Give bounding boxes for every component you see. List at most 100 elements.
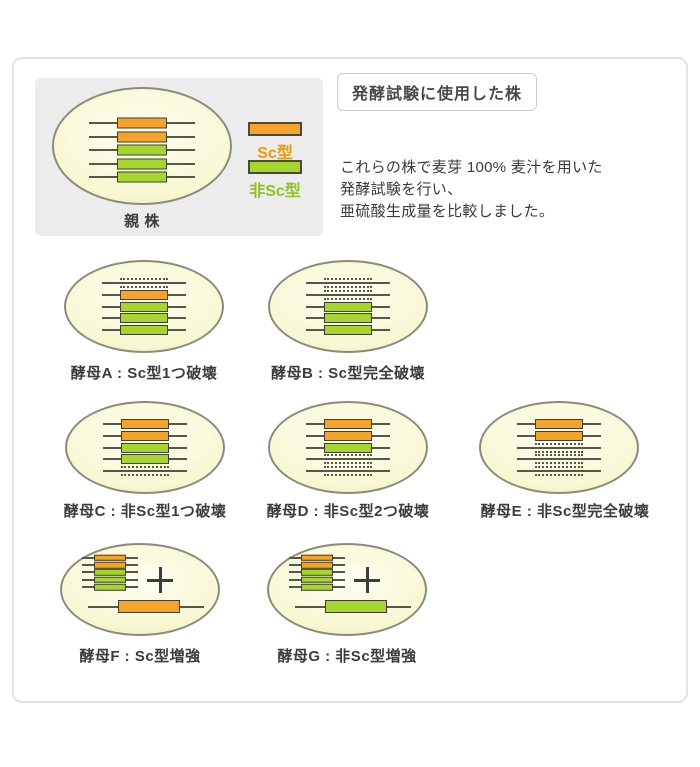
gene-bar-sc [117,117,167,129]
parent-cell [52,87,232,205]
yeast-label-c: 酵母C : 非Sc型1つ破壊 [63,503,227,520]
description-text: これらの株で麦芽 100% 麦汁を用いた 発酵試験を行い、 亜硫酸生成量を比較し… [340,157,603,223]
gene-bar-broken [535,465,583,476]
yeast-label-g: 酵母G : 非Sc型増強 [277,648,417,665]
chromosome-row [89,130,195,144]
chromosome-row [306,442,390,454]
added-chromosome-f [88,600,204,613]
gene-bar-broken [535,454,583,465]
legend-sc-label: Sc型 [257,145,293,162]
chromosomes-c [103,419,187,477]
chromosome-row [517,419,601,431]
chromosome-row [306,465,390,477]
gene-bar-sc [117,131,167,142]
chromosome-row [82,584,138,591]
chromosome-row [89,170,195,184]
chromosome-row [517,453,601,465]
chromosome-row [103,442,187,454]
chromosome-row [289,576,345,584]
chromosome-line [517,458,601,461]
gene-bar-sc [121,430,169,441]
parent-strain-label: 親 株 [124,213,160,230]
yeast-cell-a [64,260,224,353]
yeast-cell-c [65,401,225,494]
plus-icon [147,567,173,593]
gene-bar-sc [94,554,126,561]
chromosome-line [306,293,390,296]
chromosomes-a [102,278,186,336]
chromosome-row [289,584,345,591]
yeast-label-d: 酵母D : 非Sc型2つ破壊 [266,503,430,520]
chromosome-row [89,143,195,157]
chromosome-row [102,289,186,301]
gene-bar-sc [535,430,583,441]
description-line-1: これらの株で麦芽 100% 麦汁を用いた [340,159,603,176]
yeast-cell-b [268,260,428,353]
gene-bar-nonsc [301,576,333,584]
yeast-label-a: 酵母A : Sc型1つ破壊 [70,365,218,382]
yeast-label-b: 酵母B : Sc型完全破壊 [270,365,425,382]
chromosome-row [306,301,390,313]
gene-bar-nonsc [324,313,372,324]
gene-bar-broken [120,278,168,289]
gene-bar-nonsc [121,442,169,453]
chromosome-row [89,157,195,171]
gene-bar-broken [324,465,372,476]
gene-bar-nonsc [121,454,169,465]
gene-bar-nonsc [120,324,168,335]
chromosome-line [517,446,601,449]
gene-bar-sc [121,419,169,430]
chromosomes-e [517,419,601,477]
yeast-label-e: 酵母E : 非Sc型完全破壊 [480,503,650,520]
chromosomes-d [306,419,390,477]
gene-bar-nonsc [324,301,372,312]
chromosome-row [517,430,601,442]
chromosome-row [89,116,195,130]
chromosome-row [517,442,601,454]
chromosome-row [306,312,390,324]
gene-bar-nonsc [94,569,126,576]
gene-bar-nonsc [117,144,167,156]
mini-chromosomes-g [289,554,345,591]
chromosome-line [306,458,390,461]
chromosome-row [306,430,390,442]
chromosome-row [306,289,390,301]
description-line-3: 亜硫酸生成量を比較しました。 [340,203,555,220]
chromosome-row [102,301,186,313]
gene-bar-broken [324,278,372,289]
chromosome-row [102,312,186,324]
gene-bar-nonsc [324,442,372,453]
gene-bar-sc [324,430,372,441]
mini-chromosomes-f [82,554,138,591]
legend-nonsc-label: 非Sc型 [249,183,301,200]
chromosome-row [82,569,138,576]
chromosome-row [306,419,390,431]
gene-bar-sc [94,561,126,569]
gene-bar-nonsc [117,158,167,169]
chromosomes-b [306,278,390,336]
gene-bar-sc [301,561,333,569]
chromosome-line [306,282,390,285]
chromosome-row [289,569,345,576]
chromosome-row [102,278,186,290]
chromosome-row [289,554,345,561]
chromosome-row [306,324,390,336]
chromosome-row [82,561,138,569]
yeast-cell-f [60,543,220,636]
section-title-box: 発酵試験に使用した株 [337,73,538,111]
gene-bar-nonsc [94,584,126,591]
gene-bar-nonsc [120,313,168,324]
gene-bar-sc [301,554,333,561]
chromosome-row [306,278,390,290]
yeast-cell-d [268,401,428,494]
chromosome-row [82,554,138,561]
chromosome-line [102,282,186,285]
legend-nonsc-bar [248,160,302,174]
added-chromosome-g [295,600,411,613]
chromosome-row [82,576,138,584]
parent-chromosomes [89,116,195,184]
legend-sc-bar [248,122,302,136]
chromosome-line [306,469,390,472]
chromosome-row [103,430,187,442]
